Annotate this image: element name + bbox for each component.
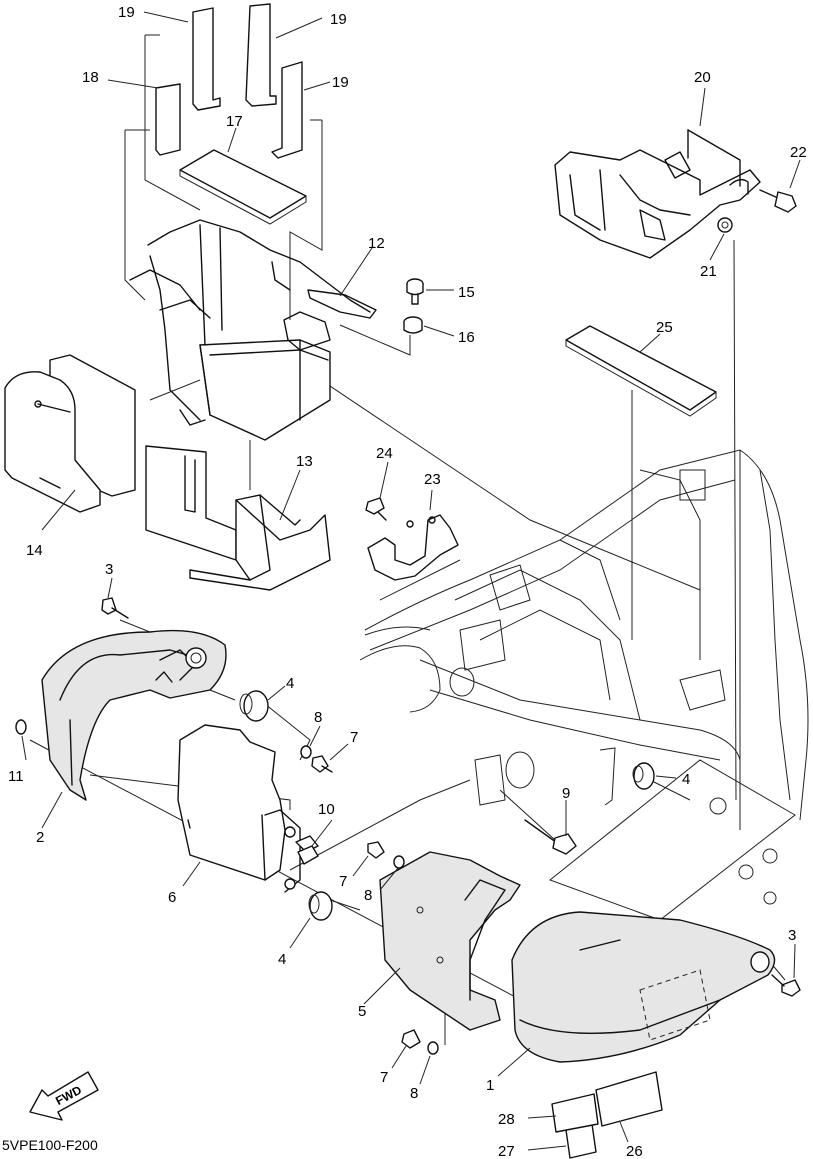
callout-5: 5 — [358, 1003, 366, 1020]
callout-8: 8 — [364, 887, 372, 904]
nut-11 — [15, 719, 27, 735]
callout-leaders — [21, 11, 801, 1151]
callout-25: 25 — [656, 319, 673, 336]
callout-16: 16 — [458, 329, 475, 346]
nut-21 — [717, 217, 733, 233]
callout-7: 7 — [350, 729, 358, 746]
diagram-code: 5VPE100-F200 — [2, 1137, 98, 1153]
tray-13 — [145, 445, 331, 591]
callout-8: 8 — [314, 709, 322, 726]
plate-19-middle — [245, 3, 277, 107]
callout-24: 24 — [376, 445, 393, 462]
washer-8-middle — [393, 855, 405, 869]
washer-8-top — [300, 745, 312, 759]
callout-23: 23 — [424, 471, 441, 488]
callout-22: 22 — [790, 144, 807, 161]
pad-17 — [179, 149, 307, 225]
grommet-4-frame — [632, 762, 655, 790]
bolt-15 — [406, 278, 424, 305]
callout-9: 9 — [562, 785, 570, 802]
callout-1: 1 — [486, 1077, 494, 1094]
callout-3: 3 — [105, 561, 113, 578]
label-sticker-26 — [595, 1071, 663, 1127]
grommet-4-upper — [239, 690, 269, 722]
frame-assembly — [359, 449, 809, 921]
cover-5 — [379, 851, 521, 1031]
bolt-3-right — [771, 974, 801, 997]
plate-18 — [155, 83, 181, 156]
callout-6: 6 — [168, 889, 176, 906]
callout-28: 28 — [498, 1111, 515, 1128]
callout-10: 10 — [318, 801, 335, 818]
callout-13: 13 — [296, 453, 313, 470]
cover-2 — [41, 629, 227, 801]
bolt-7-top — [311, 755, 333, 773]
callout-8: 8 — [410, 1085, 418, 1102]
grommet-4-lower — [308, 891, 333, 921]
callout-15: 15 — [458, 284, 475, 301]
callout-17: 17 — [226, 113, 243, 130]
collar-16 — [403, 316, 423, 334]
fwd-arrow-icon: FWD — [29, 1071, 99, 1121]
callout-12: 12 — [368, 235, 385, 252]
battery-box-12 — [129, 219, 377, 441]
bolt-3-top — [101, 597, 129, 619]
callout-4: 4 — [682, 771, 690, 788]
washer-8-bottom — [427, 1041, 439, 1055]
bracket-20 — [554, 129, 761, 259]
callout-21: 21 — [700, 263, 717, 280]
bracket-23 — [367, 514, 459, 581]
callout-19: 19 — [330, 11, 347, 28]
callout-2: 2 — [36, 829, 44, 846]
callout-18: 18 — [82, 69, 99, 86]
bolt-9 — [524, 819, 577, 855]
clip-10 — [297, 845, 319, 865]
callout-26: 26 — [626, 1143, 643, 1159]
callout-20: 20 — [694, 69, 711, 86]
callout-4: 4 — [286, 675, 294, 692]
cover-14 — [4, 354, 136, 513]
bolt-7-middle — [367, 841, 385, 859]
bolt-24 — [365, 497, 387, 521]
label-sticker-28 — [551, 1093, 599, 1133]
pad-25 — [565, 325, 717, 417]
plate-19-left — [192, 7, 221, 111]
bolt-7-bottom — [401, 1029, 421, 1049]
callout-19: 19 — [332, 74, 349, 91]
callout-11: 11 — [8, 768, 24, 785]
bolt-22 — [759, 189, 797, 213]
cover-1 — [511, 911, 776, 1063]
callout-3: 3 — [788, 927, 796, 944]
callout-19: 19 — [118, 4, 135, 21]
callout-27: 27 — [498, 1143, 515, 1159]
box-6 — [177, 724, 319, 893]
callout-7: 7 — [380, 1069, 388, 1086]
plate-19-right — [271, 61, 303, 159]
callout-14: 14 — [26, 542, 43, 559]
callout-7: 7 — [339, 873, 347, 890]
callout-numbers: 19 19 19 18 17 12 15 16 20 22 21 25 24 2… — [8, 4, 807, 1159]
callout-4: 4 — [278, 951, 286, 968]
